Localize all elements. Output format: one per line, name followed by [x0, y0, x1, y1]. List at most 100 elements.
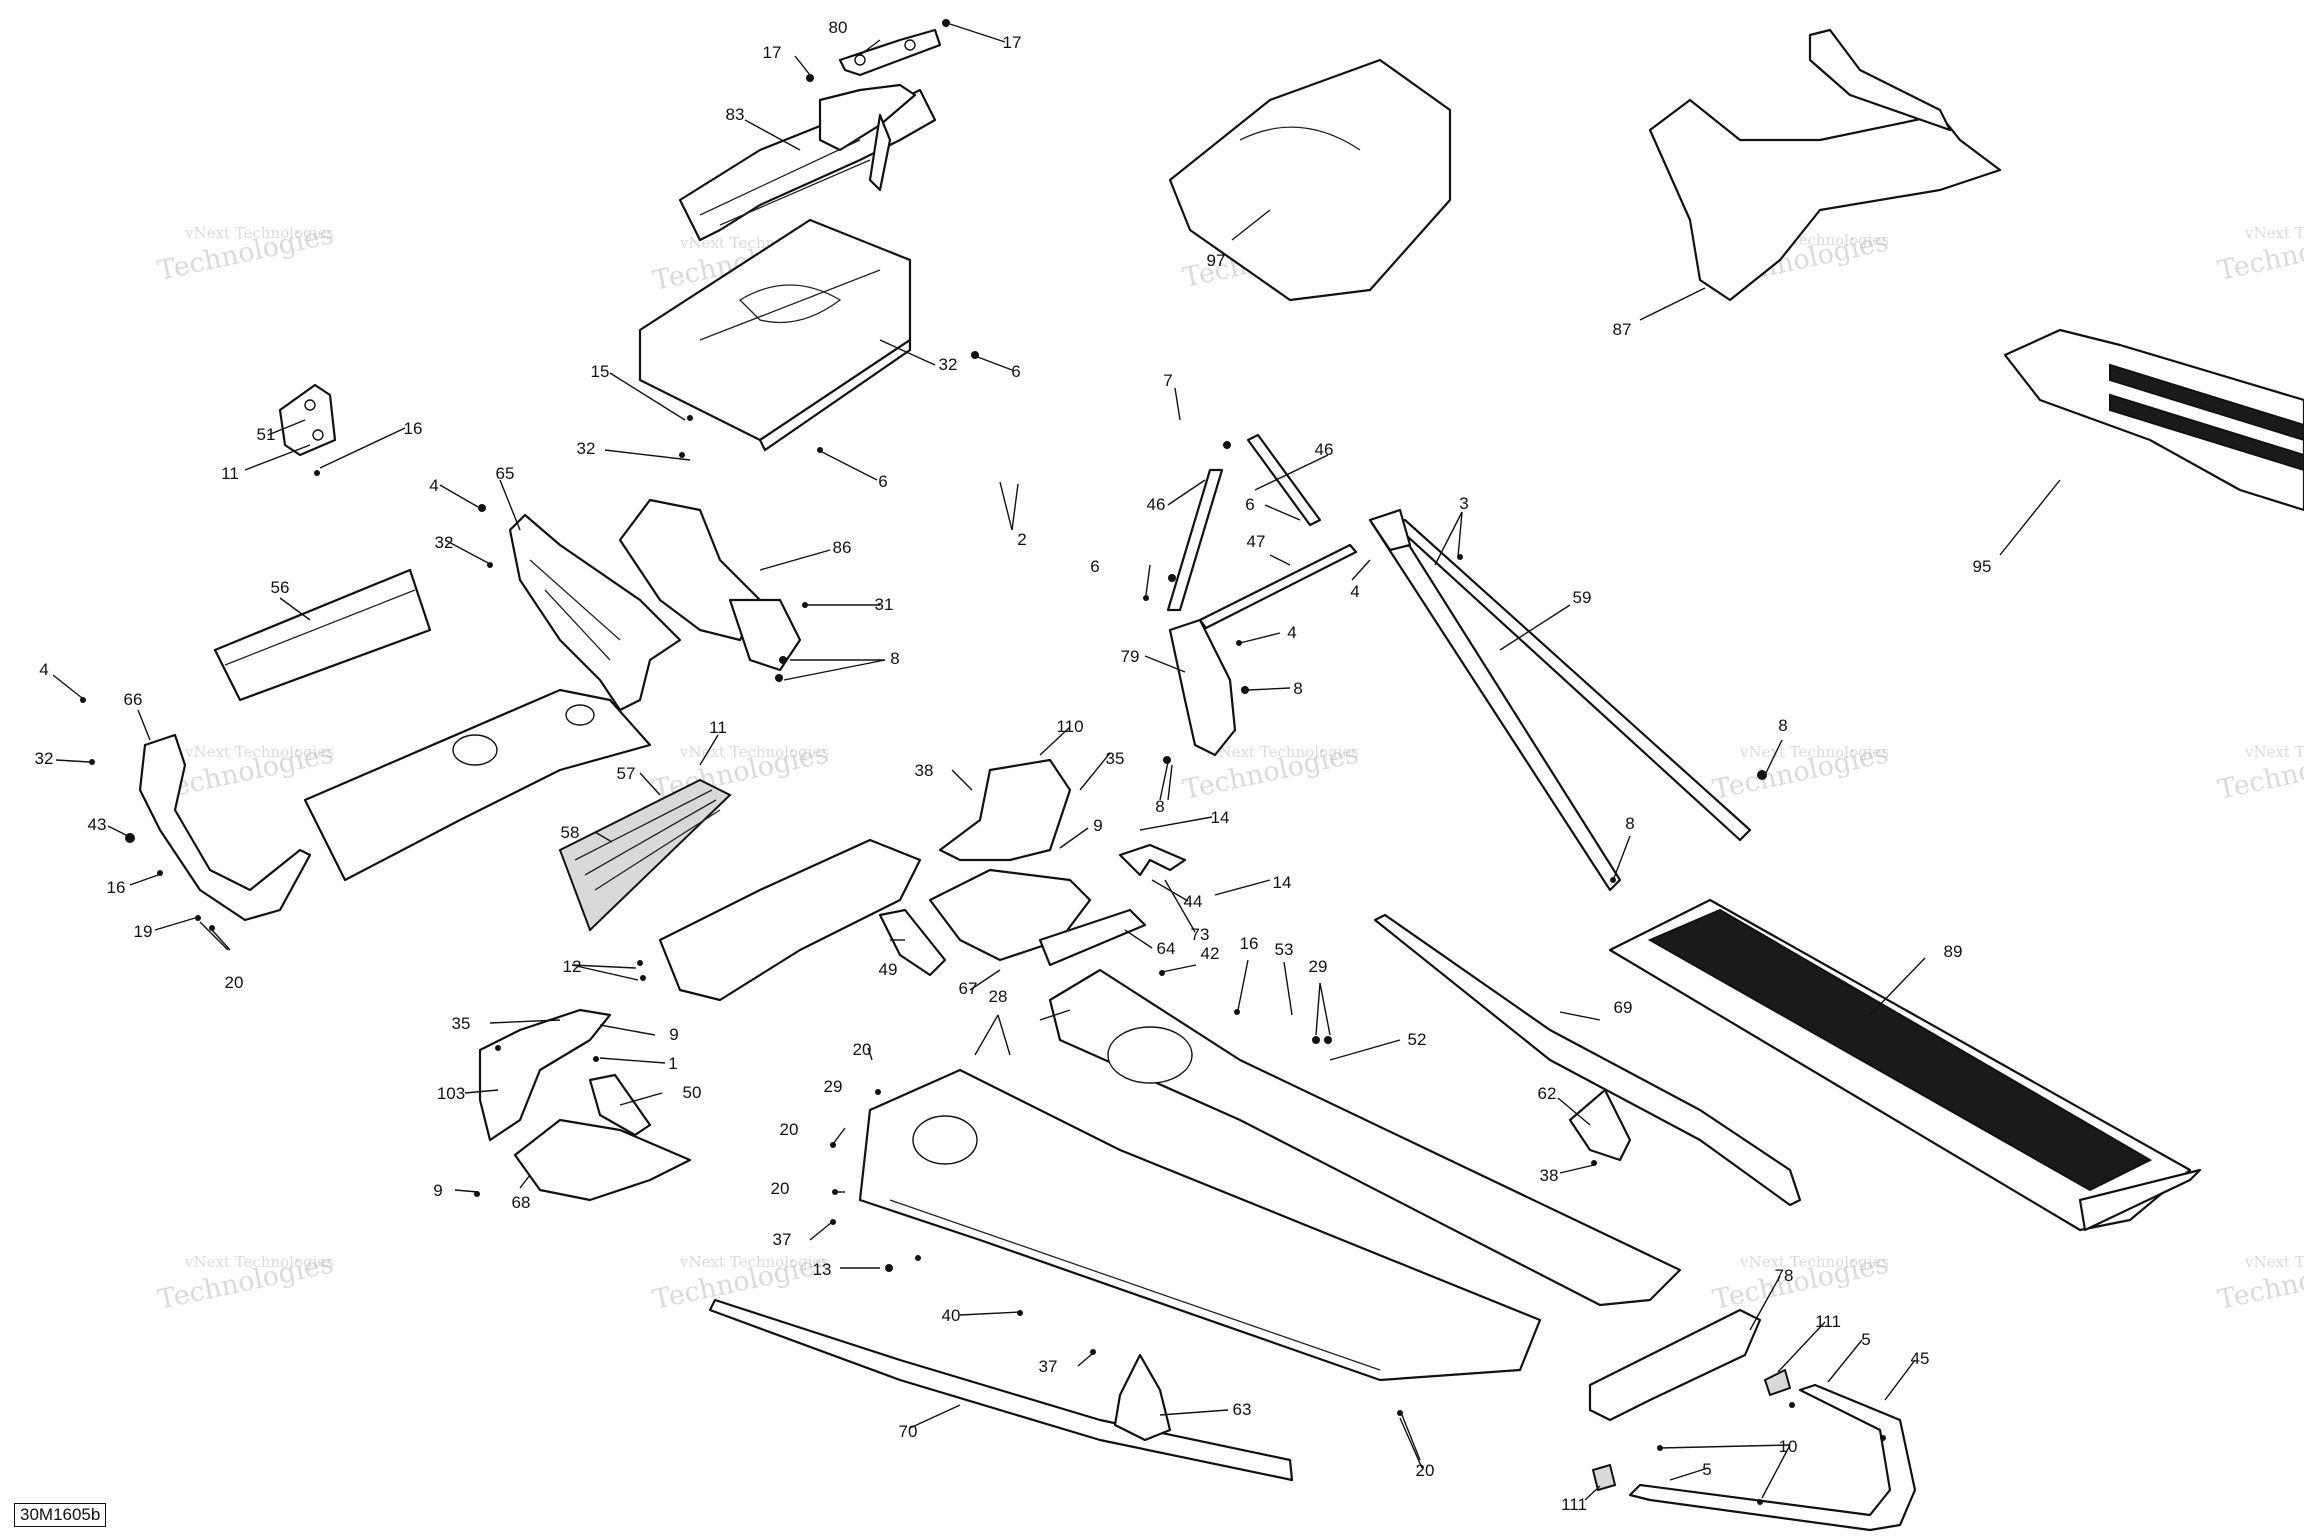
part-80-bracket: [838, 28, 942, 77]
watermark-line1: vNext Technologies: [184, 1253, 334, 1271]
callout-37: 37: [773, 1230, 792, 1249]
watermark-line1: vNext Technologies: [679, 743, 829, 761]
part-tunnel-upper: [638, 218, 912, 452]
part-cover-sheet: [303, 688, 652, 882]
part-47-rod: [1198, 543, 1358, 630]
callout-5: 5: [1702, 1460, 1711, 1479]
callout-89: 89: [1944, 942, 1963, 961]
part-63-bracket: [1113, 1353, 1172, 1442]
callout-32: 32: [35, 749, 54, 768]
callout-83: 83: [726, 105, 745, 124]
callout-32: 32: [939, 355, 958, 374]
callout-6: 6: [1245, 495, 1254, 514]
callout-9: 9: [433, 1181, 442, 1200]
part-46-rod-b: [1246, 433, 1322, 527]
callout-73: 73: [1191, 925, 1210, 944]
callout-20: 20: [771, 1179, 790, 1198]
callout-3: 3: [1459, 494, 1468, 513]
part-103-bracket: [478, 1008, 612, 1142]
callout-8: 8: [1293, 679, 1302, 698]
callout-38: 38: [915, 761, 934, 780]
part-rear-frame-87: [1648, 28, 2002, 302]
callout-57: 57: [617, 764, 636, 783]
callout-31: 31: [875, 595, 894, 614]
part-111-bumper-clip-bottom: [1591, 1463, 1617, 1492]
callout-8: 8: [1778, 716, 1787, 735]
watermark-line1: vNext Technologies: [679, 1253, 829, 1271]
callout-52: 52: [1408, 1030, 1427, 1049]
callout-4: 4: [429, 476, 438, 495]
callout-95: 95: [1973, 557, 1992, 576]
callout-5: 5: [1861, 1330, 1870, 1349]
callout-29: 29: [824, 1077, 843, 1096]
watermark-line1: vNext Technologies: [184, 224, 334, 242]
part-89-heat-exchanger: [1608, 898, 2202, 1232]
part-78-bracket: [1588, 1308, 1762, 1422]
part-70-rail: [708, 1298, 1294, 1482]
part-111-bumper-clip-top: [1763, 1368, 1792, 1397]
callout-labels: 80 17 17 83 6 32 15 32 6 2 51 16 11 4 65…: [35, 18, 1992, 1514]
part-51-bracket: [278, 383, 337, 457]
watermark-line1: vNext Technologies: [184, 743, 334, 761]
part-62-bracket: [1568, 1088, 1632, 1162]
callout-35: 35: [452, 1014, 471, 1033]
part-65-side-frame: [508, 513, 682, 712]
callout-42: 42: [1201, 944, 1220, 963]
callout-68: 68: [512, 1193, 531, 1212]
callout-4: 4: [39, 660, 48, 679]
callout-12: 12: [563, 957, 582, 976]
watermark-line1: vNext Technologies: [2244, 1253, 2304, 1271]
part-46-rod-a: [1166, 468, 1224, 612]
callout-38: 38: [1540, 1166, 1559, 1185]
callout-15: 15: [591, 362, 610, 381]
callout-47: 47: [1247, 532, 1266, 551]
callout-53: 53: [1275, 940, 1294, 959]
callout-65: 65: [496, 464, 515, 483]
callout-20: 20: [1416, 1461, 1435, 1480]
part-83-front-frame-upper: [678, 83, 937, 242]
callout-44: 44: [1184, 892, 1203, 911]
watermark-line1: vNext Technologies: [2244, 224, 2304, 242]
callout-59: 59: [1573, 588, 1592, 607]
callout-14: 14: [1273, 873, 1292, 892]
callout-70: 70: [899, 1422, 918, 1441]
callout-17: 17: [763, 43, 782, 62]
callout-6: 6: [878, 472, 887, 491]
callout-43: 43: [88, 815, 107, 834]
callout-58: 58: [561, 823, 580, 842]
callout-9: 9: [1093, 816, 1102, 835]
part-59-a-arm: [1368, 508, 1752, 892]
part-58-radiator: [558, 778, 732, 932]
callout-110: 110: [1056, 717, 1083, 736]
drawing-id-label: 30M1605b: [14, 1503, 107, 1527]
callout-86: 86: [833, 538, 852, 557]
callout-29: 29: [1309, 957, 1328, 976]
callout-11: 11: [221, 464, 239, 483]
callout-16: 16: [1240, 934, 1259, 953]
callout-49: 49: [879, 960, 898, 979]
part-68-footrest: [513, 1118, 692, 1202]
callout-111: 111: [1561, 1495, 1587, 1514]
part-95-heat-exchanger: [2003, 328, 2304, 512]
callout-28: 28: [989, 987, 1008, 1006]
callout-8: 8: [1625, 814, 1634, 833]
part-67-bracket: [928, 868, 1147, 967]
part-tunnel-main: [858, 968, 1682, 1382]
callout-35: 35: [1106, 749, 1125, 768]
callout-20: 20: [780, 1120, 799, 1139]
callout-51: 51: [257, 425, 276, 444]
callout-97: 97: [1207, 251, 1226, 270]
part-73-bracket: [1118, 843, 1187, 877]
callout-6: 6: [1090, 557, 1099, 576]
part-66-side-frame: [138, 733, 312, 922]
callout-11: 11: [709, 718, 727, 737]
fastener-dots: [80, 19, 1886, 1505]
callout-63: 63: [1233, 1400, 1252, 1419]
callout-7: 7: [1163, 371, 1172, 390]
part-56-panel: [213, 568, 432, 702]
part-49-step: [878, 908, 947, 977]
callout-45: 45: [1911, 1349, 1930, 1368]
callout-2: 2: [1017, 530, 1026, 549]
part-45-bumper: [1628, 1383, 1917, 1532]
